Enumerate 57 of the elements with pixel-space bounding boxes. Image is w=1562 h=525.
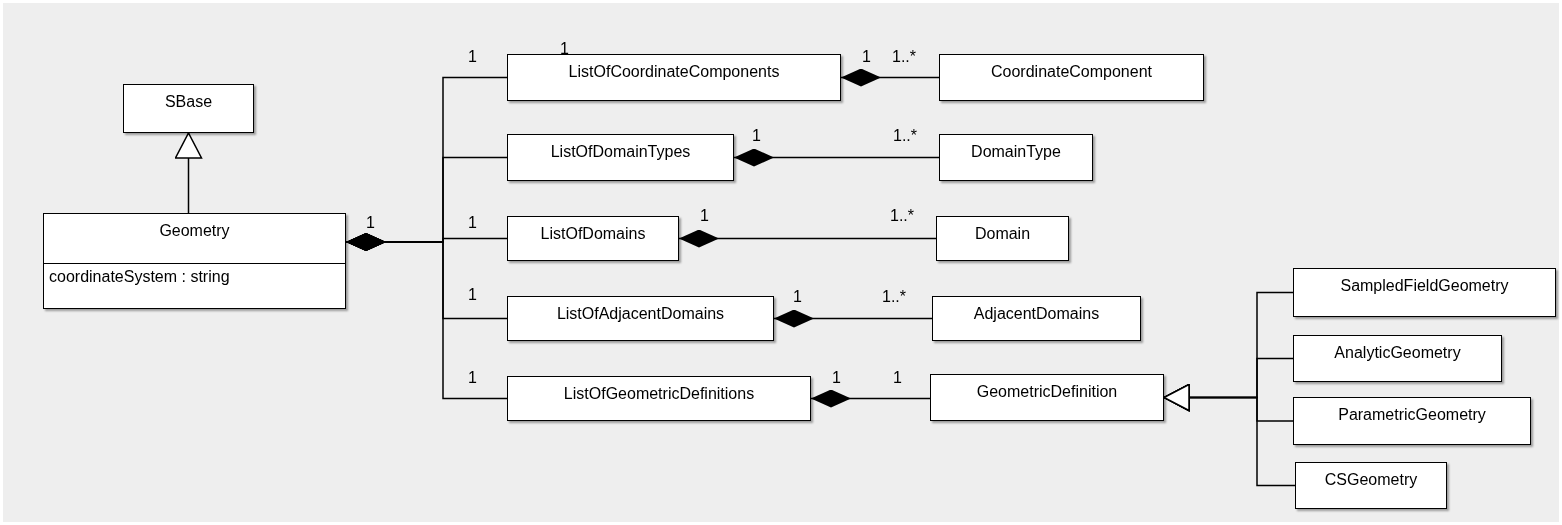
class-attribute: coordinateSystem : string [48,267,230,286]
multiplicity-label: 1 [468,286,477,304]
multiplicity-label: 1 [752,127,761,145]
class-box [507,134,734,181]
multiplicity-label: 1 [700,207,709,225]
class-name: Geometry [158,221,231,240]
multiplicity-label: 1 [468,369,477,387]
class-name: Domain [973,224,1032,243]
multiplicity-label: 1 [893,369,902,387]
multiplicity-label: 1 [793,288,802,306]
composition-line [773,309,933,328]
multiplicity-label: 1 [832,369,841,387]
multiplicity-label: 1 [862,48,871,66]
class-box [1293,268,1556,317]
multiplicity-label: 1..* [882,288,906,306]
class-box [507,54,841,101]
class-name: ListOfAdjacentDomains [555,304,726,323]
composition-line [840,68,940,87]
generalization-arrow [1163,383,1296,487]
class-name: ListOfDomainTypes [549,142,692,161]
multiplicity-label: 1 [468,214,477,232]
generalization-arrow [174,132,203,214]
class-box [507,376,811,421]
multiplicity-label: 1 [366,214,375,232]
class-box [507,216,679,261]
class-box [936,216,1069,261]
multiplicity-label: 1..* [893,127,917,145]
multiplicity-label: 1..* [890,207,914,225]
class-name: SBase [163,92,214,111]
class-box [507,296,774,341]
class-name: CSGeometry [1323,470,1419,489]
composition-line [678,229,937,248]
class-box [939,134,1093,181]
class-name: AdjacentDomains [972,304,1101,323]
class-name: SampledFieldGeometry [1339,276,1510,295]
class-name: ListOfCoordinateComponents [567,62,781,81]
class-box [930,374,1164,421]
class-box [1295,462,1447,509]
class-box [939,54,1204,101]
multiplicity-label: 1..* [892,48,916,66]
composition-line [345,233,508,400]
class-name: GeometricDefinition [975,382,1119,401]
multiplicity-label: 1 [560,40,569,58]
class-box [1293,335,1502,382]
class-name: CoordinateComponent [990,62,1153,81]
class-name: AnalyticGeometry [1333,343,1462,362]
class-box [932,296,1141,341]
class-box [123,84,254,133]
class-box [1293,397,1531,445]
class-name: ListOfDomains [539,224,647,243]
composition-line [733,148,940,167]
composition-line [810,389,931,408]
class-box [43,213,346,309]
class-name: DomainType [970,142,1062,161]
multiplicity-label: 1 [468,48,477,66]
class-name: ListOfGeometricDefinitions [562,384,756,403]
class-name: ParametricGeometry [1337,405,1487,424]
